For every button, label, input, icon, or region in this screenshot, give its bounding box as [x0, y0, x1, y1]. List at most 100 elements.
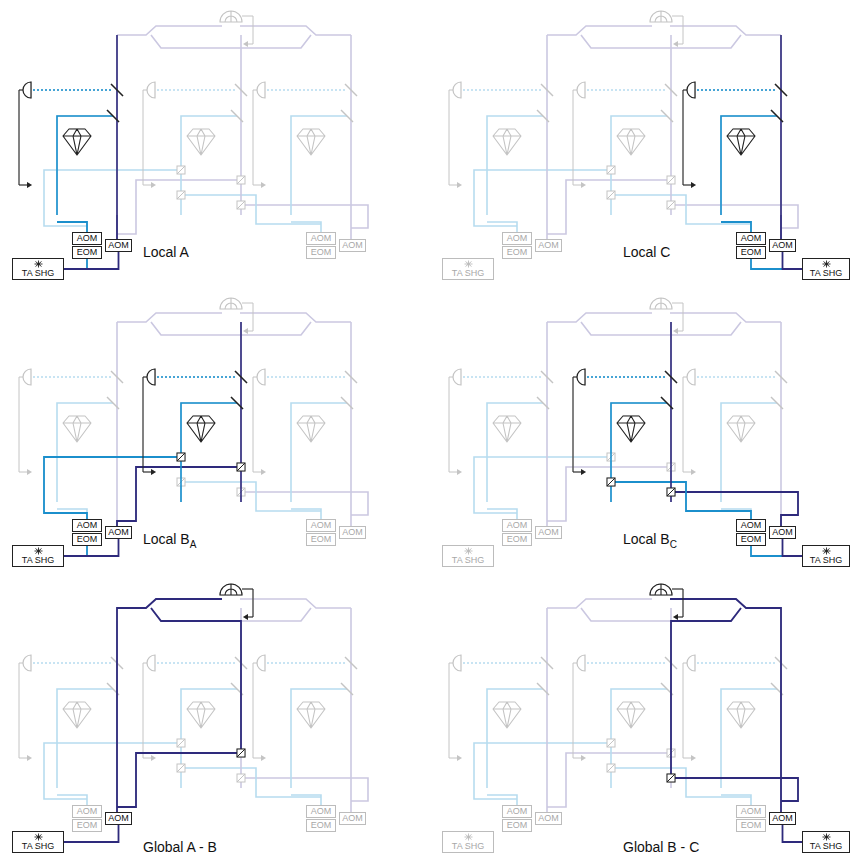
aom-box: AOM	[105, 239, 132, 252]
eom-box: EOM	[306, 533, 336, 546]
laser-icon	[464, 833, 473, 841]
device-label: TA SHG	[22, 268, 54, 279]
aom-box: AOM	[502, 232, 532, 245]
fiber-connector	[783, 825, 803, 842]
aom-box: AOM	[769, 526, 796, 539]
laser-icon	[464, 260, 473, 268]
aom-box: AOM	[72, 805, 102, 818]
laser-box: TA SHG	[802, 545, 850, 567]
panel-title: Local BA	[141, 531, 198, 550]
eom-box: EOM	[736, 246, 766, 259]
device-label: AOM	[77, 233, 98, 244]
panel-title-text: Global A - B	[143, 839, 217, 855]
panel-title: Local A	[141, 244, 191, 261]
device-label: EOM	[507, 534, 528, 545]
fiber-connector	[64, 259, 87, 269]
aom-box: AOM	[339, 526, 366, 539]
fiber-connector	[64, 546, 87, 556]
eom-box: EOM	[72, 819, 102, 832]
aom-box: AOM	[105, 812, 132, 825]
device-label: AOM	[342, 240, 363, 251]
aom-box: AOM	[769, 239, 796, 252]
laser-icon	[822, 260, 831, 268]
device-label: AOM	[311, 233, 332, 244]
title-subscript: A	[190, 539, 197, 550]
device-label: AOM	[77, 806, 98, 817]
device-label: EOM	[741, 247, 762, 258]
laser-box: TA SHG	[12, 258, 64, 280]
panel-title: Local BC	[621, 531, 679, 550]
laser-box: TA SHG	[802, 258, 850, 280]
device-label: EOM	[77, 820, 98, 831]
aom-box: AOM	[736, 232, 766, 245]
device-label: AOM	[311, 520, 332, 531]
device-label: AOM	[741, 520, 762, 531]
aom-box: AOM	[339, 812, 366, 825]
device-label: AOM	[741, 233, 762, 244]
device-label: EOM	[77, 247, 98, 258]
laser-icon	[464, 547, 473, 555]
device-label: TA SHG	[452, 268, 484, 279]
laser-box: TA SHG	[442, 831, 494, 853]
eom-box: EOM	[502, 246, 532, 259]
aom-box: AOM	[306, 232, 336, 245]
panel-title: Global A - B	[141, 839, 219, 856]
device-label: AOM	[507, 520, 528, 531]
aom-box: AOM	[502, 805, 532, 818]
eom-box: EOM	[306, 819, 336, 832]
device-label: EOM	[741, 534, 762, 545]
device-label: EOM	[311, 820, 332, 831]
fiber-connector	[751, 259, 802, 269]
device-label: TA SHG	[22, 555, 54, 566]
eom-box: EOM	[72, 246, 102, 259]
device-label: AOM	[77, 520, 98, 531]
laser-box: TA SHG	[12, 545, 64, 567]
eom-box: EOM	[502, 819, 532, 832]
eom-box: EOM	[502, 533, 532, 546]
device-label: AOM	[507, 233, 528, 244]
aom-box: AOM	[306, 805, 336, 818]
aom-box: AOM	[535, 239, 562, 252]
panel-title-text: Local B	[143, 531, 190, 547]
device-label: AOM	[538, 813, 559, 824]
panel-title: Global B - C	[621, 839, 701, 856]
device-label: EOM	[311, 247, 332, 258]
panel-title-text: Local A	[143, 244, 189, 260]
laser-box: TA SHG	[442, 258, 494, 280]
laser-box: TA SHG	[442, 545, 494, 567]
device-label: AOM	[741, 806, 762, 817]
device-label: TA SHG	[452, 841, 484, 852]
device-label: TA SHG	[810, 268, 842, 279]
panel-title-text: Global B - C	[623, 839, 699, 855]
aom-box: AOM	[105, 526, 132, 539]
aom-box: AOM	[339, 239, 366, 252]
device-label: AOM	[772, 527, 793, 538]
aom-box: AOM	[769, 812, 796, 825]
device-label: EOM	[741, 820, 762, 831]
laser-box: TA SHG	[802, 831, 850, 853]
device-label: AOM	[507, 806, 528, 817]
device-label: EOM	[507, 247, 528, 258]
device-label: AOM	[772, 240, 793, 251]
device-label: AOM	[538, 240, 559, 251]
aom-box: AOM	[535, 812, 562, 825]
device-label: AOM	[772, 813, 793, 824]
laser-icon	[822, 547, 831, 555]
fiber-connector	[751, 546, 802, 556]
fiber-connector	[783, 539, 803, 556]
device-label: TA SHG	[452, 555, 484, 566]
device-label: AOM	[342, 527, 363, 538]
aom-box: AOM	[736, 519, 766, 532]
laser-icon	[34, 260, 43, 268]
device-label: EOM	[77, 534, 98, 545]
device-label: TA SHG	[810, 555, 842, 566]
eom-box: EOM	[306, 246, 336, 259]
aom-box: AOM	[72, 519, 102, 532]
title-subscript: C	[670, 539, 677, 550]
laser-icon	[822, 833, 831, 841]
device-label: AOM	[108, 813, 129, 824]
device-label: AOM	[538, 527, 559, 538]
device-label: TA SHG	[810, 841, 842, 852]
